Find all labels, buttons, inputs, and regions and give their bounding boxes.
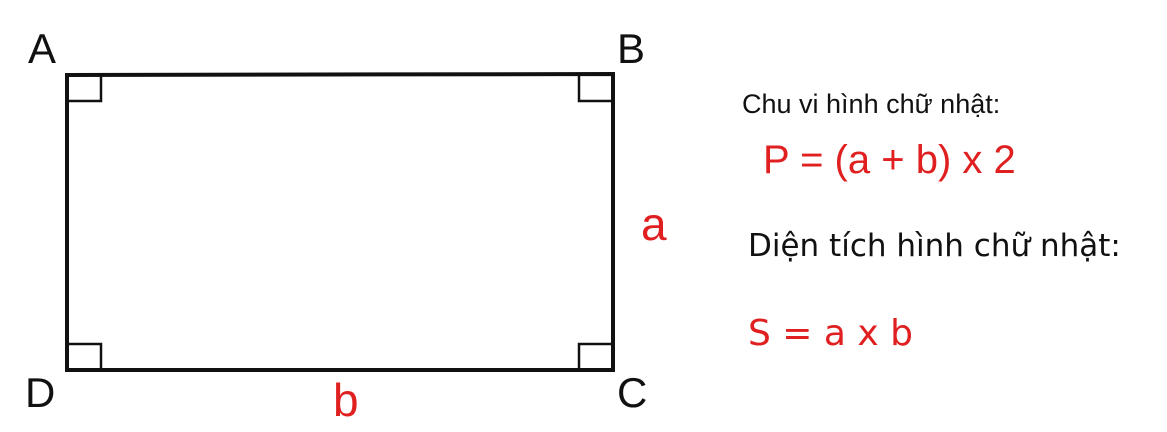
vertex-label-c: C <box>617 369 647 416</box>
right-angle-marker-a <box>67 75 103 103</box>
side-label-b: b <box>333 374 359 426</box>
perimeter-formula: P = (a + b) x 2 <box>763 138 1016 182</box>
area-title: Diện tích hình chữ nhật: <box>748 228 1121 264</box>
vertex-label-b: B <box>617 25 645 72</box>
vertex-label-a: A <box>28 25 56 72</box>
right-angle-marker-d <box>67 342 103 370</box>
right-angle-marker-b <box>577 75 613 103</box>
area-formula: S = a x b <box>748 313 914 354</box>
rectangle-shape <box>65 71 615 372</box>
vertex-label-d: D <box>25 369 55 416</box>
right-angle-marker-c <box>577 342 613 370</box>
perimeter-title: Chu vi hình chữ nhật: <box>742 89 1001 119</box>
side-label-a: a <box>641 198 667 250</box>
